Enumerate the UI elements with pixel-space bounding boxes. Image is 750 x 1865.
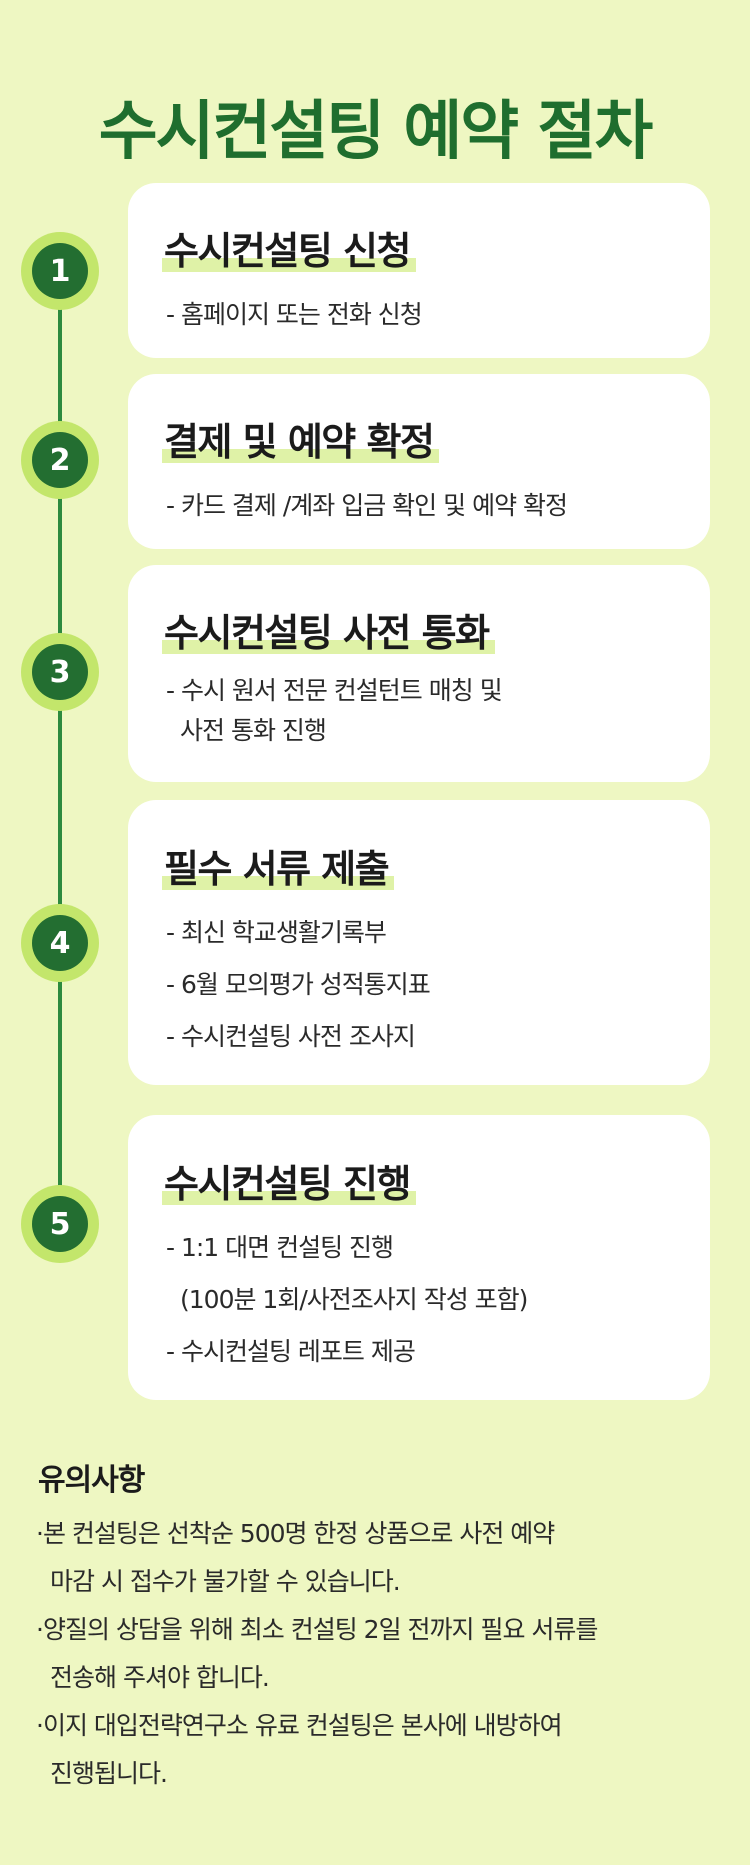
step-1-title: 수시컨설팅 신청 [162, 220, 416, 275]
step-5-badge: 5 [21, 1185, 99, 1263]
step-3-line: 사전 통화 진행 [180, 716, 327, 745]
note-text: 마감 시 접수가 불가할 수 있습니다. [50, 1567, 401, 1596]
step-5-line: (100분 1회/사전조사지 작성 포함) [180, 1285, 528, 1314]
step-4-title: 필수 서류 제출 [162, 838, 395, 893]
step-4-card: 필수 서류 제출 - 최신 학교생활기록부 - 6월 모의평가 성적통지표 - … [128, 800, 710, 1085]
step-5-line: - 1:1 대면 컨설팅 진행 [166, 1233, 394, 1262]
note-text: 진행됩니다. [50, 1759, 168, 1788]
step-1-badge: 1 [21, 232, 99, 310]
step-5-title: 수시컨설팅 진행 [162, 1153, 416, 1208]
step-4-number: 4 [32, 915, 88, 971]
step-1-line: - 홈페이지 또는 전화 신청 [166, 300, 423, 329]
step-4-line: - 최신 학교생활기록부 [166, 918, 387, 947]
step-5-number: 5 [32, 1196, 88, 1252]
notes-title: 유의사항 [38, 1463, 145, 1498]
step-4-line: - 6월 모의평가 성적통지표 [166, 970, 431, 999]
step-2-badge: 2 [21, 421, 99, 499]
note-text: ·이지 대입전략연구소 유료 컨설팅은 본사에 내방하여 [36, 1711, 563, 1740]
note-text: 전송해 주셔야 합니다. [50, 1663, 270, 1692]
step-5-card: 수시컨설팅 진행 - 1:1 대면 컨설팅 진행 (100분 1회/사전조사지 … [128, 1115, 710, 1400]
note-item: ·이지 대입전략연구소 유료 컨설팅은 본사에 내방하여 진행됩니다. [36, 1702, 726, 1798]
note-text: ·양질의 상담을 위해 최소 컨설팅 2일 전까지 필요 서류를 [36, 1615, 598, 1644]
step-3-title: 수시컨설팅 사전 통화 [162, 602, 495, 657]
step-5-line: - 수시컨설팅 레포트 제공 [166, 1337, 416, 1366]
step-2-card: 결제 및 예약 확정 - 카드 결제 /계좌 입금 확인 및 예약 확정 [128, 374, 710, 549]
note-item: ·양질의 상담을 위해 최소 컨설팅 2일 전까지 필요 서류를 전송해 주셔야… [36, 1606, 726, 1702]
step-2-number: 2 [32, 432, 88, 488]
note-text: ·본 컨설팅은 선착순 500명 한정 상품으로 사전 예약 [36, 1519, 555, 1548]
note-item: ·본 컨설팅은 선착순 500명 한정 상품으로 사전 예약 마감 시 접수가 … [36, 1510, 726, 1606]
step-2-line: - 카드 결제 /계좌 입금 확인 및 예약 확정 [166, 491, 568, 520]
step-4-line: - 수시컨설팅 사전 조사지 [166, 1022, 416, 1051]
step-2-title: 결제 및 예약 확정 [162, 411, 440, 466]
step-3-badge: 3 [21, 633, 99, 711]
page-title: 수시컨설팅 예약 절차 [98, 95, 653, 169]
step-1-card: 수시컨설팅 신청 - 홈페이지 또는 전화 신청 [128, 183, 710, 358]
step-3-number: 3 [32, 644, 88, 700]
step-1-number: 1 [32, 243, 88, 299]
timeline-line [58, 275, 62, 1225]
notes-list: ·본 컨설팅은 선착순 500명 한정 상품으로 사전 예약 마감 시 접수가 … [36, 1510, 726, 1798]
step-4-badge: 4 [21, 904, 99, 982]
step-3-card: 수시컨설팅 사전 통화 - 수시 원서 전문 컨설턴트 매칭 및 사전 통화 진… [128, 565, 710, 782]
step-3-line: - 수시 원서 전문 컨설턴트 매칭 및 [166, 676, 503, 705]
